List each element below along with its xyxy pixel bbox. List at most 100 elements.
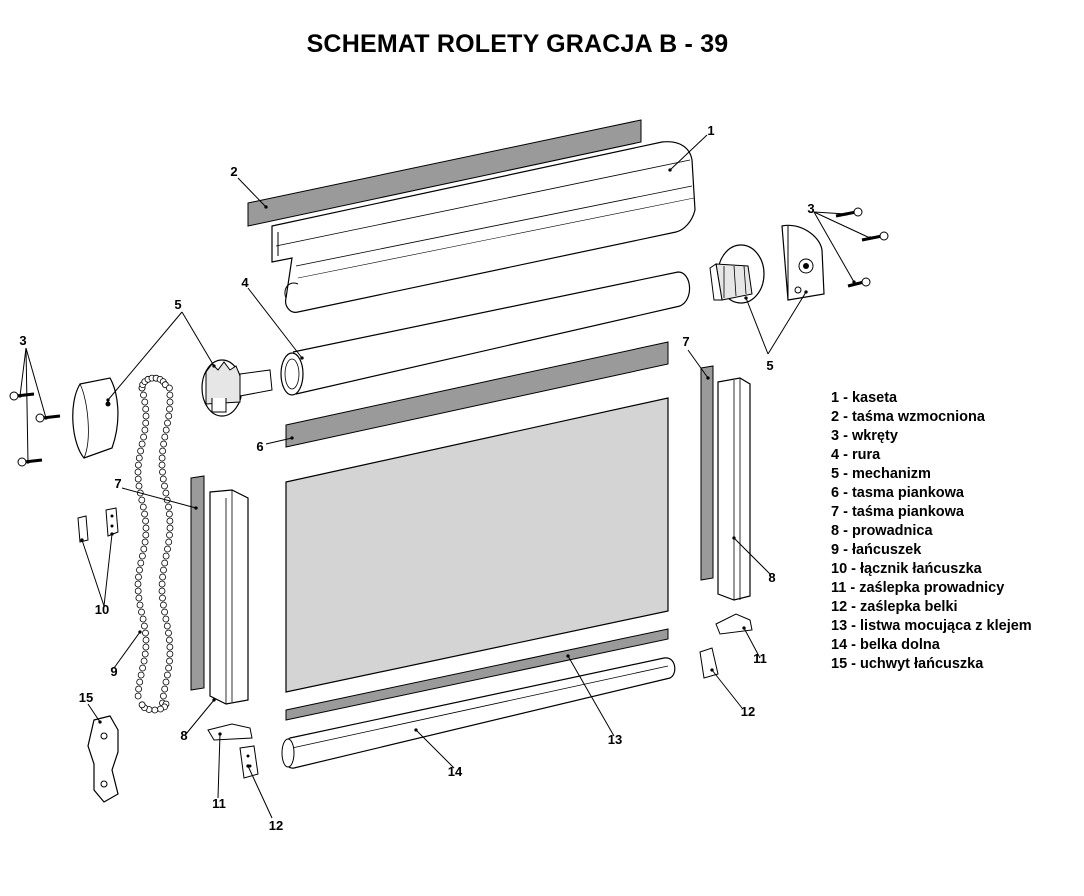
chain-bead <box>138 440 146 448</box>
callout-7-left: 7 <box>114 476 121 491</box>
chain-bead <box>141 398 149 406</box>
legend-item: 2 - taśma wzmocniona <box>831 409 985 425</box>
chain-bead <box>140 657 148 665</box>
chain-bead <box>159 573 167 581</box>
chain-bead <box>134 461 142 469</box>
chain-bead <box>140 622 148 630</box>
part-9-chain <box>134 374 174 714</box>
part-2-reinforced-tape <box>247 119 642 227</box>
legend-item: 14 - belka dolna <box>831 637 940 653</box>
chain-bead <box>165 538 173 546</box>
chain-bead <box>161 433 169 441</box>
chain-bead <box>158 580 166 588</box>
part-15-chain-holder <box>87 715 119 803</box>
chain-bead <box>159 601 167 609</box>
chain-bead <box>137 559 145 567</box>
callout-15: 15 <box>79 690 93 705</box>
callout-10: 10 <box>95 602 109 617</box>
legend-item: 11 - zaślepka prowadnicy <box>831 580 1005 596</box>
legend-item: 3 - wkręty <box>831 428 898 444</box>
callout-labels: 1 2 3 4 5 5 3 6 7 7 8 10 9 8 11 12 13 14… <box>19 123 814 833</box>
callout-3-left: 3 <box>19 333 26 348</box>
callout-1: 1 <box>707 123 714 138</box>
callout-3-right: 3 <box>807 201 814 216</box>
chain-bead <box>138 552 146 560</box>
chain-bead <box>166 405 173 413</box>
part-14-bottom-bar <box>281 657 676 769</box>
fabric-panel <box>285 397 669 693</box>
chain-bead <box>166 398 174 406</box>
part-4-tube <box>280 271 691 396</box>
chain-bead <box>162 615 170 623</box>
chain-bead <box>142 643 150 651</box>
chain-bead <box>158 461 166 469</box>
chain-bead <box>165 664 173 672</box>
chain-bead <box>134 580 142 588</box>
chain-bead <box>142 517 150 525</box>
callout-5-right: 5 <box>766 358 773 373</box>
legend-item: 10 - łącznik łańcuszka <box>831 561 982 577</box>
chain-bead <box>166 657 173 665</box>
legend-item: 4 - rura <box>831 447 881 463</box>
chain-bead <box>166 531 173 539</box>
chain-bead <box>163 622 171 630</box>
chain-bead <box>161 608 169 616</box>
part-5-mechanism-left <box>201 359 273 417</box>
chain-bead <box>166 391 174 399</box>
chain-bead <box>165 636 173 644</box>
chain-bead <box>135 573 142 581</box>
callout-9: 9 <box>110 664 117 679</box>
chain-bead <box>139 615 147 623</box>
chain-bead <box>134 692 142 700</box>
part-5-mechanism-right <box>709 224 825 304</box>
chain-bead <box>159 468 166 476</box>
chain-bead <box>138 701 146 709</box>
callout-6: 6 <box>256 439 263 454</box>
legend-item: 12 - zaślepka belki <box>831 599 958 615</box>
part-8-guide-rail-right <box>717 377 751 601</box>
chain-bead <box>161 685 169 693</box>
chain-bead <box>158 587 166 595</box>
chain-bead <box>142 531 150 539</box>
chain-bead <box>163 671 171 679</box>
part-7-foam-tape-left <box>190 475 205 691</box>
chain-bead <box>137 447 145 455</box>
chain-bead <box>157 705 164 713</box>
callout-11-right: 11 <box>753 651 767 666</box>
chain-bead <box>142 405 150 413</box>
part-13-mounting-strip <box>285 628 669 721</box>
callout-12-left: 12 <box>269 818 283 833</box>
chain-bead <box>134 468 142 476</box>
parts-legend: 1 - kaseta 2 - taśma wzmocniona 3 - wkrę… <box>831 389 1032 674</box>
chain-bead <box>160 566 167 574</box>
leader-lines <box>18 134 872 819</box>
chain-bead <box>140 433 148 441</box>
chain-bead <box>142 412 150 420</box>
chain-bead <box>159 475 167 483</box>
chain-bead <box>141 650 149 658</box>
chain-bead <box>164 419 171 427</box>
chain-bead <box>139 664 147 672</box>
callout-11-left: 11 <box>212 796 226 811</box>
chain-bead <box>138 496 146 504</box>
callout-8-left: 8 <box>180 728 187 743</box>
chain-bead <box>159 594 166 602</box>
chain-bead <box>136 601 144 609</box>
chain-bead <box>141 426 149 434</box>
chain-bead <box>164 545 171 553</box>
callout-4: 4 <box>241 275 249 290</box>
chain-bead <box>158 454 166 462</box>
chain-bead <box>160 440 168 448</box>
chain-bead <box>162 678 170 686</box>
chain-bead <box>135 482 143 490</box>
diagram-title: SCHEMAT ROLETY GRACJA B - 39 <box>306 30 729 58</box>
chain-bead <box>142 636 150 644</box>
chain-bead <box>136 566 143 574</box>
part-10-chain-connectors <box>77 507 119 543</box>
chain-bead <box>166 524 174 532</box>
legend-item: 6 - tasma piankowa <box>831 485 964 501</box>
part-11-guide-cap-right <box>715 613 753 635</box>
chain-bead <box>165 412 173 420</box>
chain-bead <box>134 587 142 595</box>
